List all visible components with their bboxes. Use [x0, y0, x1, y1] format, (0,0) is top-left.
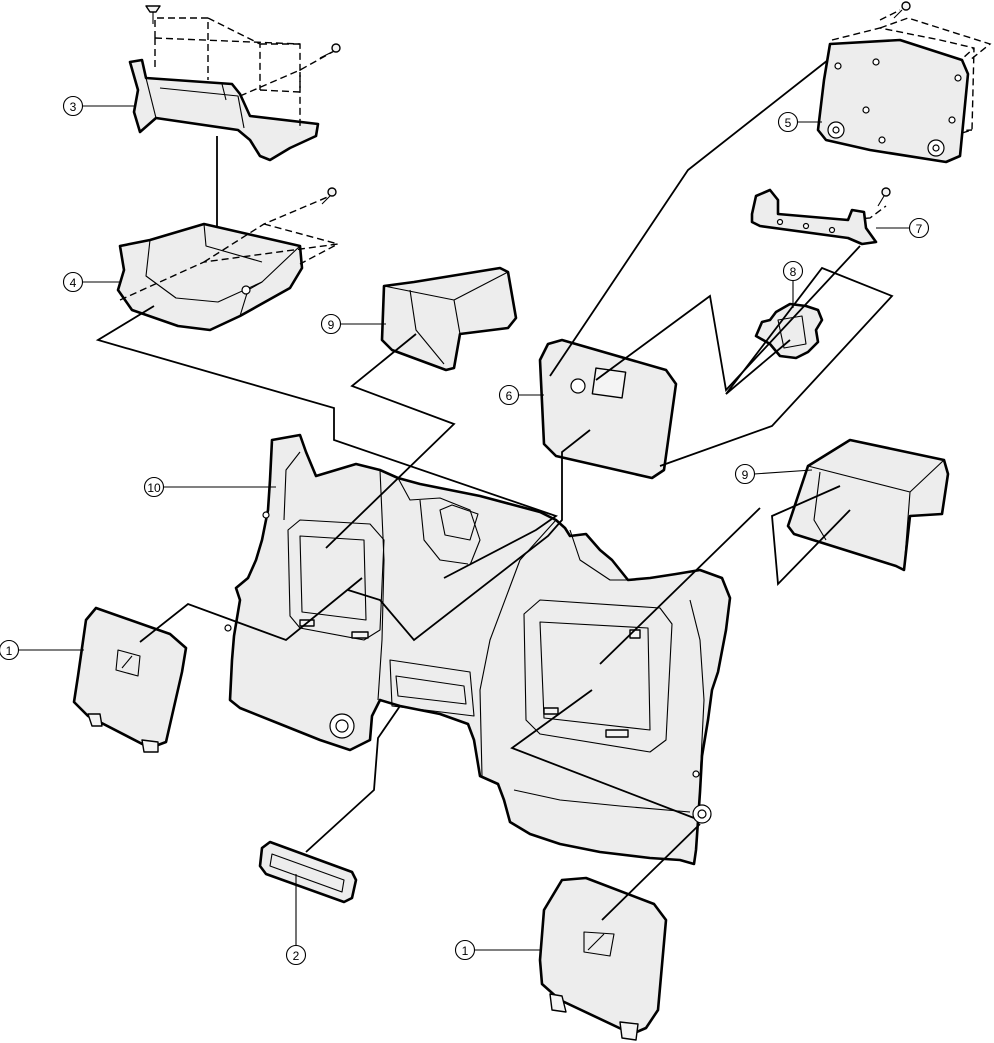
callout-8: 8: [782, 260, 804, 308]
callout-2-label: 2: [293, 949, 300, 963]
callout-9-lower: 9: [734, 463, 813, 485]
fastener-icons: [145, 1, 911, 207]
part-5-cover-panel: [816, 38, 970, 164]
part-9-lower-box: [786, 438, 950, 572]
screw-icon: [877, 187, 891, 207]
callout-4-label: 4: [70, 276, 77, 290]
callout-6: 6: [498, 384, 544, 406]
part-1-left-cover: [72, 606, 188, 753]
callout-9-upper: 9: [320, 313, 386, 335]
callout-5: 5: [777, 111, 822, 133]
callout-4: 4: [62, 271, 120, 293]
part-4-tray: [116, 222, 304, 332]
part-2-trim: [258, 840, 358, 904]
callout-9-lower-label: 9: [742, 468, 749, 482]
callout-2: 2: [285, 874, 307, 966]
callout-7: 7: [876, 217, 930, 239]
callout-1-right-label: 1: [462, 944, 469, 958]
callout-10-label: 10: [147, 481, 161, 495]
callout-10: 10: [143, 476, 276, 498]
part-3-upper-bracket: [128, 58, 320, 162]
callout-3-label: 3: [70, 100, 77, 114]
callout-1-right: 1: [454, 939, 542, 961]
callout-5-label: 5: [785, 116, 792, 130]
part-9-upper-box: [380, 266, 518, 372]
screw-icon: [893, 1, 911, 19]
callout-7-label: 7: [916, 222, 923, 236]
callout-9-upper-label: 9: [328, 318, 335, 332]
part-1-right-cover: [538, 876, 668, 1041]
callout-6-label: 6: [506, 389, 513, 403]
screw-icon: [321, 187, 337, 205]
part-7-bracket: [750, 188, 878, 246]
screw-icon: [145, 5, 161, 24]
callout-1-left: 1: [0, 639, 84, 661]
callout-1-left-label: 1: [6, 644, 13, 658]
callout-8-label: 8: [790, 265, 797, 279]
assembly-leader-lines: [95, 59, 894, 921]
screw-icon: [319, 43, 341, 59]
instrument-panel-body: [224, 433, 732, 866]
callout-3: 3: [62, 95, 134, 117]
